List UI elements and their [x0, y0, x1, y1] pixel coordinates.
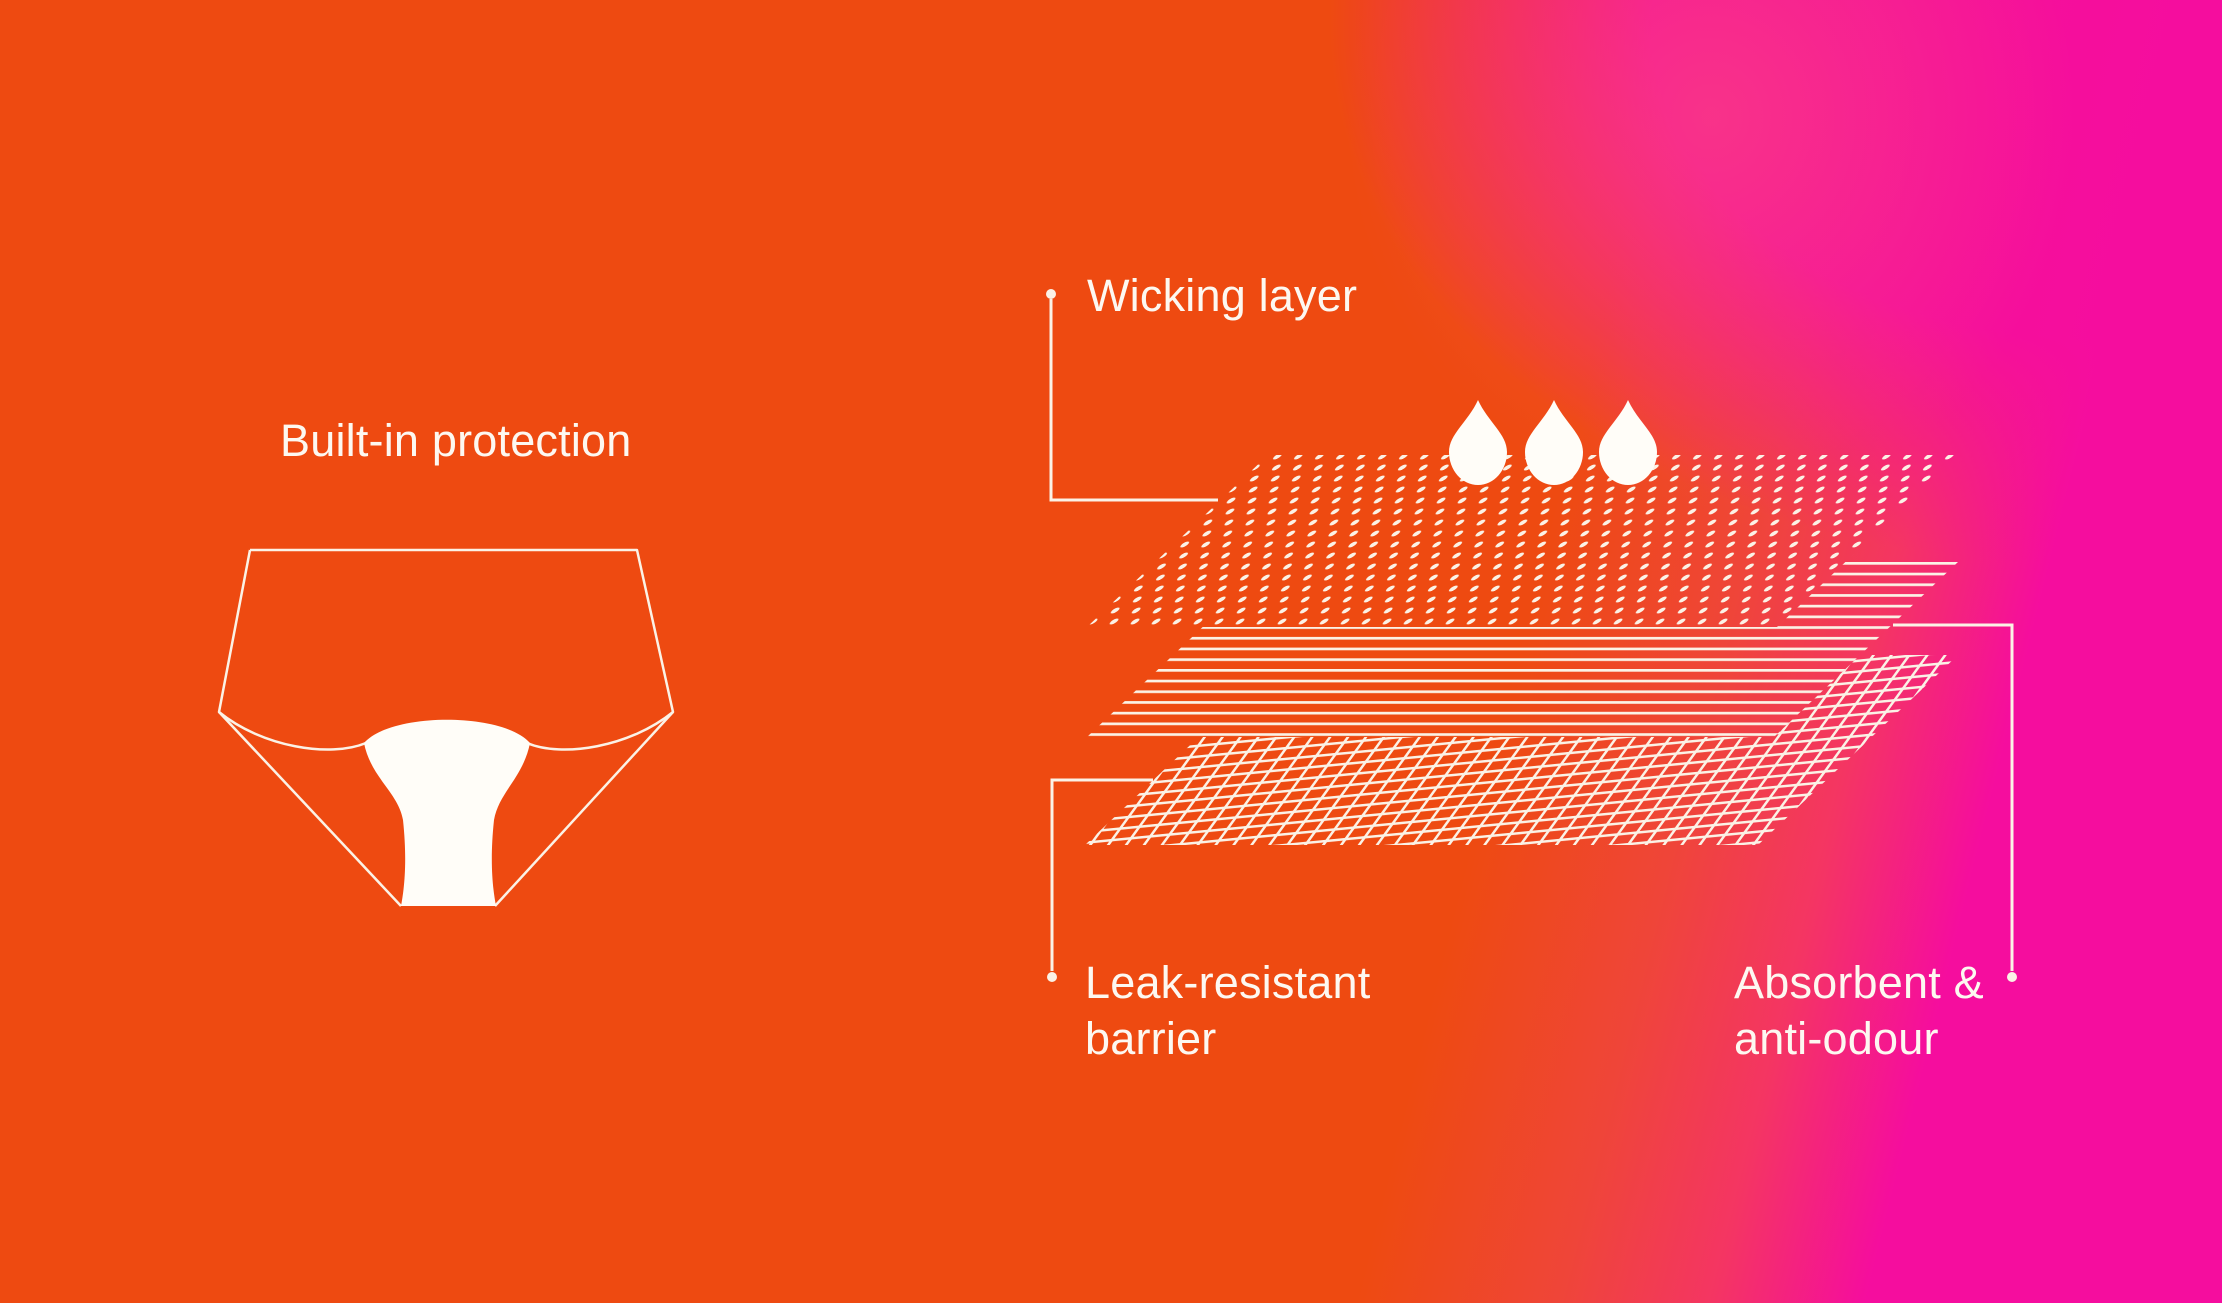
- absorbent-label-line1: Absorbent &: [1734, 957, 1984, 1008]
- wicking-connector-dot: [1046, 289, 1056, 299]
- leak-barrier-connector: [1047, 778, 1153, 982]
- absorbent-connector-line: [1893, 623, 2014, 971]
- wicking-layer-label: Wicking layer: [1087, 270, 1358, 321]
- absorbent-connector-dot: [2007, 972, 2017, 982]
- wicking-layer-pattern: [1087, 455, 1958, 627]
- leg-opening-curve-right: [526, 711, 674, 751]
- built-in-protection-label: Built-in protection: [280, 415, 632, 466]
- leak-barrier-connector-dot: [1047, 972, 1057, 982]
- absorbent-connector: [1893, 623, 2017, 982]
- fabric-layers-diagram: [1046, 289, 2017, 982]
- wicking-connector: [1046, 289, 1218, 502]
- droplet-icon: [1449, 400, 1507, 485]
- absorbent-label-line2: anti-odour: [1734, 1013, 1939, 1064]
- gusset-shape: [364, 719, 530, 906]
- leak-label-line2: barrier: [1085, 1013, 1217, 1064]
- leg-opening-curve-left: [218, 711, 367, 751]
- droplet-icons: [1449, 400, 1657, 485]
- absorbent-anti-odour-label: Absorbent & anti-odour: [1734, 955, 1984, 1067]
- leak-barrier-connector-line: [1050, 778, 1153, 971]
- leak-label-line1: Leak-resistant: [1085, 957, 1371, 1008]
- leak-resistant-barrier-label: Leak-resistant barrier: [1085, 955, 1370, 1067]
- droplet-icon: [1525, 400, 1583, 485]
- wicking-connector-line: [1049, 299, 1218, 502]
- droplet-icon: [1599, 400, 1657, 485]
- underwear-illustration: [217, 548, 675, 907]
